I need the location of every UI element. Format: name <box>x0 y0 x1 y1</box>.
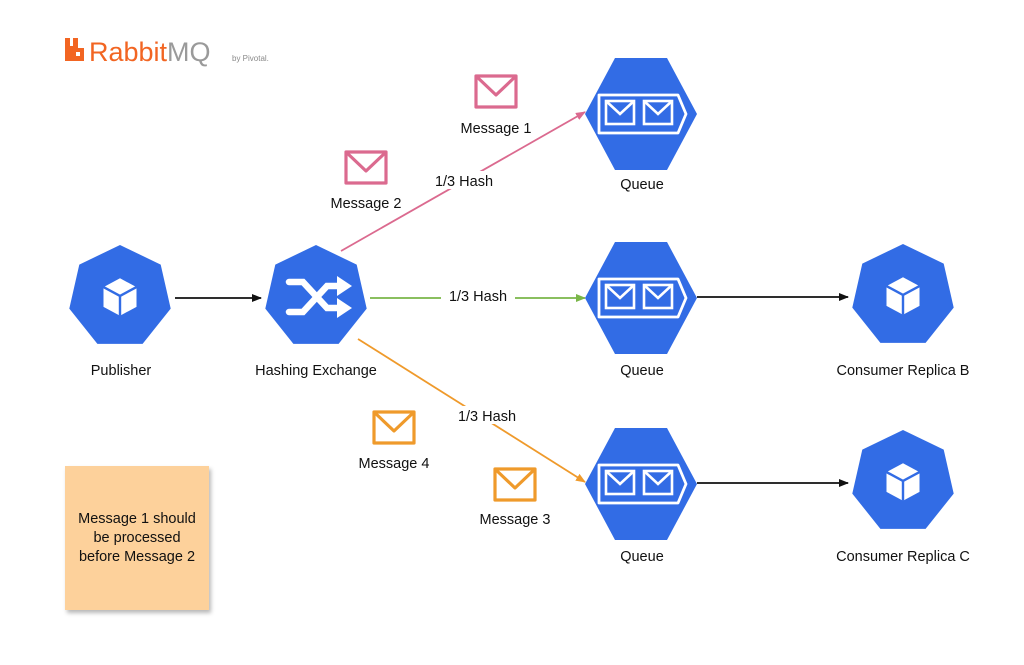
queue-a-node <box>583 56 699 172</box>
message-2-label: Message 2 <box>331 196 402 212</box>
edge-label-queue-a: 1/3 Hash <box>428 171 500 190</box>
queue-c-node <box>583 426 699 542</box>
edge-label-queue-c: 1/3 Hash <box>450 406 524 425</box>
envelope-icon <box>344 150 388 185</box>
sticky-note-text: Message 1 should be processed before Mes… <box>78 510 196 565</box>
publisher-label: Publisher <box>91 363 152 379</box>
rabbitmq-logo-mark-icon <box>65 38 84 61</box>
message-1-label: Message 1 <box>461 121 532 137</box>
svg-text:1/3 Hash: 1/3 Hash <box>458 409 516 425</box>
message-2: Message 2 <box>331 150 402 212</box>
publisher-node <box>69 245 171 344</box>
message-3-label: Message 3 <box>480 512 551 528</box>
envelope-icon <box>474 74 518 109</box>
queue-icon <box>583 426 699 542</box>
consumer-c-label: Consumer Replica C <box>836 549 970 565</box>
exchange-node <box>265 245 367 344</box>
queue-b-label: Queue <box>620 363 664 379</box>
queue-icon <box>583 240 699 356</box>
message-3: Message 3 <box>480 467 551 528</box>
shuffle-icon <box>285 278 343 316</box>
queue-c-label: Queue <box>620 549 664 565</box>
envelope-icon <box>493 467 537 502</box>
edge-label-queue-b: 1/3 Hash <box>441 287 515 305</box>
logo-brand: Rabbit <box>89 37 168 67</box>
consumer-b-label: Consumer Replica B <box>837 363 970 379</box>
queue-icon <box>583 56 699 172</box>
envelope-icon <box>372 410 416 445</box>
message-1: Message 1 <box>461 74 532 137</box>
queue-a-label: Queue <box>620 177 664 193</box>
rabbitmq-logo: RabbitMQ by Pivotal. <box>65 37 269 67</box>
consumer-b-node <box>852 244 954 343</box>
svg-text:1/3 Hash: 1/3 Hash <box>435 174 493 190</box>
message-4: Message 4 <box>359 410 430 472</box>
svg-text:1/3 Hash: 1/3 Hash <box>449 289 507 305</box>
svg-text:RabbitMQ: RabbitMQ <box>89 37 211 67</box>
queue-b-node <box>583 240 699 356</box>
exchange-label: Hashing Exchange <box>255 363 377 379</box>
message-4-label: Message 4 <box>359 456 430 472</box>
sticky-note: Message 1 should be processed before Mes… <box>65 466 209 610</box>
consumer-c-node <box>852 430 954 529</box>
logo-tagline: by Pivotal. <box>232 54 269 63</box>
logo-brand-suffix: MQ <box>167 37 211 67</box>
